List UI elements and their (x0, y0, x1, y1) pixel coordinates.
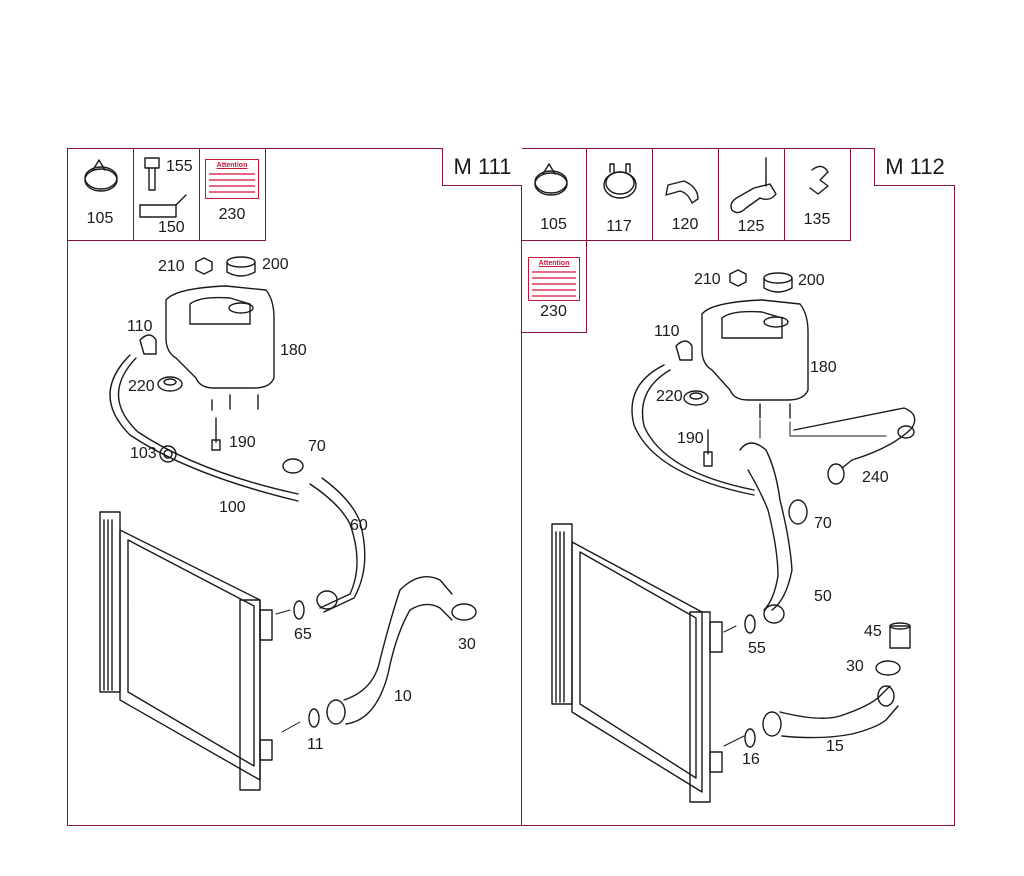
o-ring-icon (308, 708, 320, 728)
callout-label: 50 (814, 588, 832, 605)
leader-lines (275, 419, 887, 747)
callout-label: 103 (130, 445, 157, 462)
callout-label: 16 (742, 751, 760, 768)
callout-label: 180 (280, 342, 307, 359)
part-cell-117[interactable]: 117 (586, 148, 653, 241)
part-number: 105 (540, 216, 567, 233)
part-number: 117 (606, 218, 632, 235)
bolt-icon (139, 157, 187, 218)
part-cell-125[interactable]: 125 (718, 148, 785, 241)
callout-label: 11 (307, 736, 324, 753)
callout-label: 30 (846, 658, 864, 675)
part-number: 135 (803, 211, 831, 228)
grommet-icon (157, 376, 183, 392)
part-cell-105[interactable]: 105 (521, 148, 587, 241)
hose-clamp-icon (534, 163, 568, 196)
part-cell-120[interactable]: 120 (652, 148, 719, 241)
o-ring-icon (744, 728, 756, 748)
callout-label: 220 (656, 388, 683, 405)
callout-label: 45 (864, 623, 882, 640)
callout-label: 110 (654, 323, 680, 340)
part-cell-135[interactable]: 135 (784, 148, 851, 241)
warning-sticker-icon: Attention (205, 159, 259, 199)
callout-label: 240 (862, 469, 889, 486)
callout-label: 100 (219, 499, 246, 516)
mount-bracket-icon (675, 340, 693, 361)
spring-clamp-icon (603, 163, 637, 199)
callout-label: 70 (814, 515, 832, 532)
nut-icon (729, 269, 747, 287)
grommet-icon (683, 390, 709, 406)
expansion-tank-icon (165, 285, 275, 411)
warning-sticker-title: Attention (538, 260, 570, 267)
sensor-icon (211, 417, 221, 451)
sleeve-icon (889, 622, 911, 649)
hose-clamp-icon (84, 159, 118, 192)
part-number: 155 (166, 158, 193, 175)
bypass-hose-icon (793, 407, 916, 485)
hose-clamp-icon (451, 603, 477, 621)
part-number: 150 (158, 219, 185, 236)
upper-hose-icon (309, 477, 366, 613)
warning-sticker-title: Attention (216, 162, 248, 169)
clip-icon (665, 180, 699, 204)
hose-clamp-icon (282, 458, 304, 474)
o-ring-icon (744, 614, 756, 634)
callout-label: 210 (158, 258, 185, 275)
callout-label: 210 (694, 271, 721, 288)
vent-hose-icon (109, 354, 299, 502)
callout-label: 200 (262, 256, 289, 273)
part-number: 230 (218, 206, 246, 223)
upper-hose-icon (739, 442, 793, 624)
hose-clamp-icon (875, 660, 901, 676)
callout-label: 200 (798, 272, 825, 289)
o-ring-icon (293, 600, 305, 620)
lower-hose-icon (326, 576, 453, 725)
callout-label: 15 (826, 738, 844, 755)
radiator-icon (551, 523, 723, 803)
part-number: 105 (86, 210, 114, 227)
callout-label: 55 (748, 640, 766, 657)
retaining-clip-icon (809, 165, 829, 195)
callout-label: 110 (127, 318, 153, 335)
expansion-tank-icon (701, 299, 809, 419)
radiator-icon (99, 511, 273, 791)
part-cell-230[interactable]: Attention 230 (521, 240, 587, 333)
callout-label: 190 (229, 434, 256, 451)
part-cell-155-150[interactable]: 155 150 (133, 148, 200, 241)
panel-divider (521, 148, 522, 826)
callout-label: 60 (350, 517, 368, 534)
engine-model-label: M 111 (442, 148, 522, 186)
part-number: 125 (737, 218, 765, 235)
hose-clamp-icon (788, 499, 808, 525)
mount-bracket-icon (139, 334, 157, 355)
callout-label: 190 (677, 430, 704, 447)
vent-hose-icon (631, 364, 755, 496)
sensor-icon (703, 429, 713, 467)
double-clip-icon (730, 157, 777, 214)
filler-cap-icon (763, 272, 793, 293)
part-number: 230 (540, 303, 567, 320)
part-cell-105[interactable]: 105 (67, 148, 134, 241)
callout-label: 70 (308, 438, 326, 455)
callout-label: 10 (394, 688, 412, 705)
lower-hose-icon (762, 685, 899, 739)
callout-label: 220 (128, 378, 155, 395)
callout-label: 30 (458, 636, 476, 653)
filler-cap-icon (226, 256, 256, 277)
engine-model-label: M 112 (874, 148, 955, 186)
warning-sticker-icon: Attention (528, 257, 580, 301)
nut-icon (195, 257, 213, 275)
part-cell-230[interactable]: Attention 230 (199, 148, 266, 241)
callout-label: 180 (810, 359, 837, 376)
part-number: 120 (671, 216, 699, 233)
callout-label: 65 (294, 626, 312, 643)
